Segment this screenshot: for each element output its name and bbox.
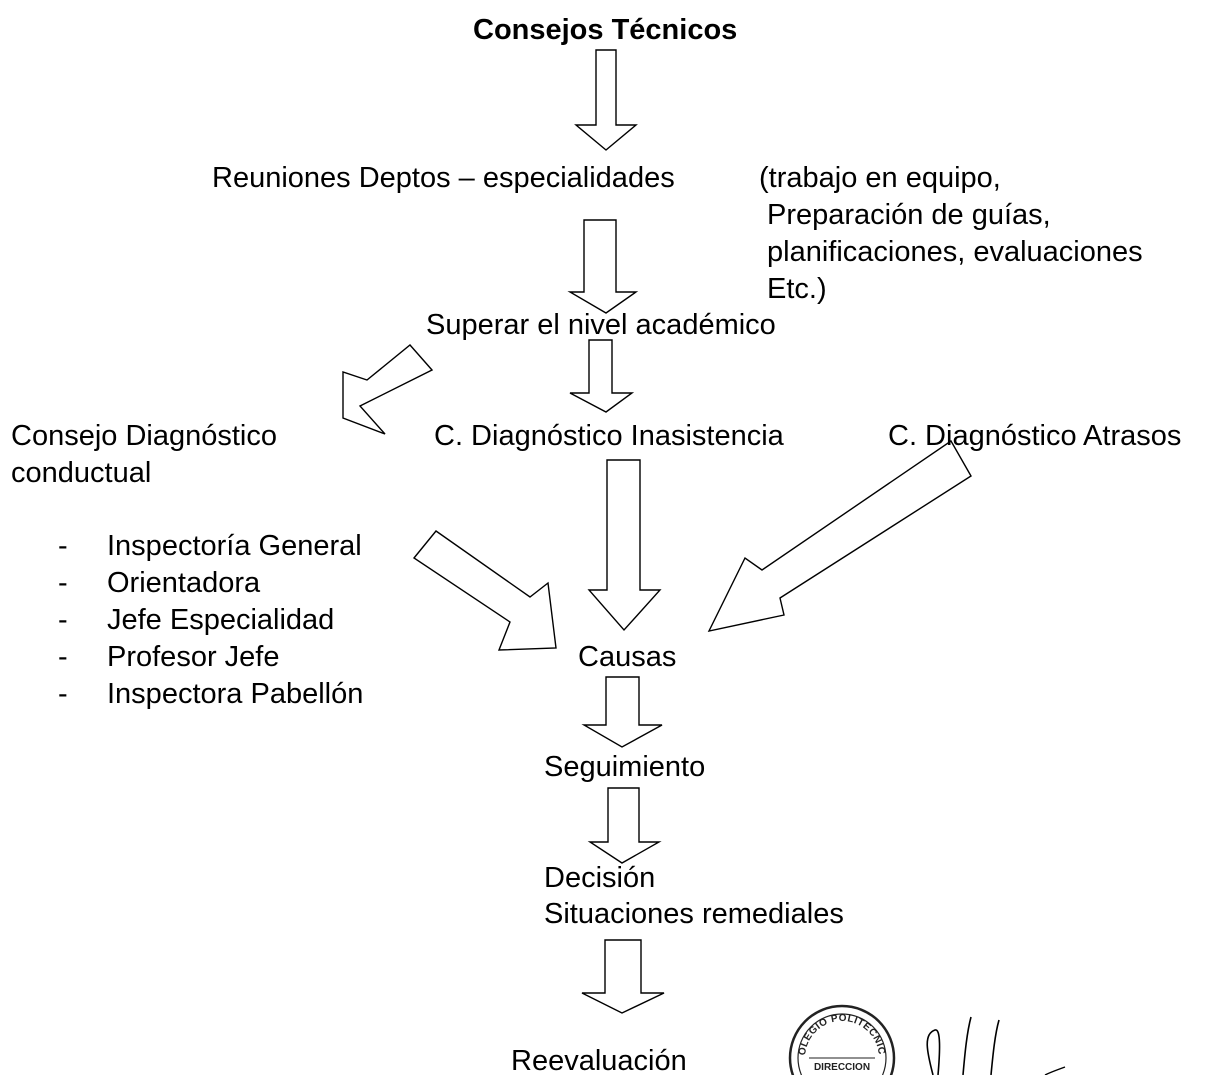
list-item: - Profesor Jefe [58,639,363,676]
node-consejo-conductual-line1: Consejo Diagnóstico [11,420,277,452]
node-consejo-conductual-line2: conductual [11,457,152,489]
member-label: Orientadora [107,567,261,599]
arrow-remediales-to-reevaluacion [581,939,665,1014]
arrow-title-to-reuniones [574,49,638,151]
svg-text:COLEGIO POLITECNICO: COLEGIO POLITECNICO [787,1000,887,1056]
node-reuniones: Reuniones Deptos – especialidades [212,162,675,194]
list-dash: - [58,567,68,599]
arrow-reuniones-to-superar [567,219,639,314]
list-item: - Inspectoría General [58,528,363,565]
node-decision: Decisión [544,862,656,894]
member-label: Jefe Especialidad [107,604,335,636]
arrow-inasistencia-to-causas [587,459,662,632]
note-line: planificaciones, evaluaciones [767,236,1143,268]
official-seal: COLEGIO POLITECNICO DIRECCION [787,1000,896,1075]
node-inasistencia: C. Diagnóstico Inasistencia [434,420,784,452]
node-reevaluacion: Reevaluación [511,1045,687,1077]
note-line: (trabajo en equipo, [759,162,1001,194]
seal-top-text: COLEGIO POLITECNICO [787,1000,886,1056]
list-dash: - [58,604,68,636]
member-label: Profesor Jefe [107,641,280,673]
node-causas: Causas [578,641,677,673]
diagram-title: Consejos Técnicos [473,14,738,46]
node-seguimiento: Seguimiento [544,751,706,783]
arrow-superar-to-conductual [342,344,434,435]
node-remediales: Situaciones remediales [544,898,844,930]
list-dash: - [58,641,68,673]
member-label: Inspectoría General [107,530,362,562]
list-item: - Jefe Especialidad [58,602,363,639]
note-line: Etc.) [767,273,827,305]
signature [926,1016,1066,1075]
list-dash: - [58,530,68,562]
arrow-causas-to-seguimiento [581,676,663,748]
member-label: Inspectora Pabellón [107,678,364,710]
list-dash: - [58,678,68,710]
note-line: Preparación de guías, [767,199,1051,231]
members-list: - Inspectoría General - Orientadora - Jefe … [58,528,363,713]
list-item: - Orientadora [58,565,363,602]
arrow-conductual-to-causas [412,530,557,651]
seal-center-text: DIRECCION [814,1062,870,1073]
arrow-seguimiento-to-decision [587,787,662,864]
list-item: - Inspectora Pabellón [58,676,363,713]
node-superar: Superar el nivel académico [426,309,776,341]
arrow-atrasos-to-causas [707,439,972,632]
node-atrasos: C. Diagnóstico Atrasos [888,420,1182,452]
arrow-superar-to-inasistencia [569,339,635,413]
